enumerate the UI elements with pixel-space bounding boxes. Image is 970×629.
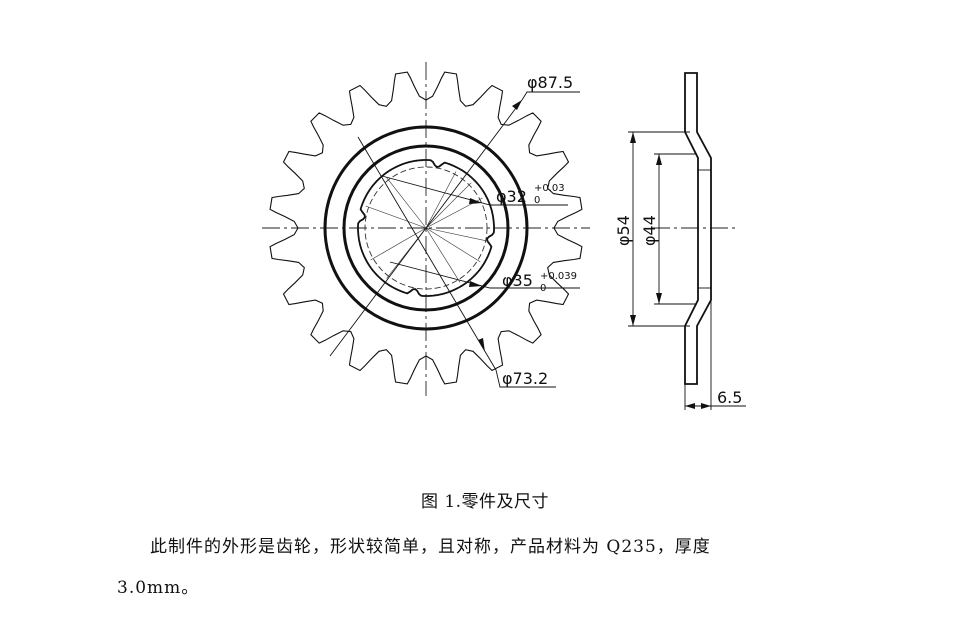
arrow-d54-bottom xyxy=(630,315,636,326)
leader-d73-2-shoulder xyxy=(495,369,556,388)
arrow-d32 xyxy=(469,198,482,204)
outer-ring xyxy=(323,125,529,331)
dim-d35-tol-lower: 0 xyxy=(540,283,546,294)
dim-d54: φ54 xyxy=(614,215,633,246)
arrow-d73-2 xyxy=(478,338,485,352)
hidden-circle xyxy=(364,166,488,290)
arrow-d35 xyxy=(469,281,482,287)
arrow-d87-5 xyxy=(512,100,522,110)
radial-line xyxy=(425,182,472,229)
dim-d32: φ32 xyxy=(496,187,527,206)
leader-d32 xyxy=(381,175,568,206)
inner-ring xyxy=(342,144,510,312)
part-drawing: φ87.5 φ32 +0.03 0 φ35 +0.039 0 φ73.2 φ54… xyxy=(262,62,746,410)
radial-line xyxy=(386,177,427,229)
dim-d32-tol-lower: 0 xyxy=(534,195,540,206)
dim-d32-tol-upper: +0.03 xyxy=(534,183,565,194)
dim-d44: φ44 xyxy=(640,215,659,246)
arrow-d44-bottom xyxy=(656,293,662,304)
radial-line xyxy=(425,227,461,283)
gear-outline xyxy=(269,71,583,385)
arrow-t-left xyxy=(685,403,695,409)
dim-thickness: 6.5 xyxy=(717,388,742,407)
leader-d87-5-shoulder xyxy=(521,91,580,101)
leader-d35 xyxy=(389,261,580,289)
radial-line xyxy=(370,227,427,261)
arrow-d44-top xyxy=(656,154,662,165)
paragraph-line-2: 3.0mm。 xyxy=(117,578,200,598)
radial-line xyxy=(425,171,457,229)
paragraph-line-1: 此制件的外形是齿轮，形状较简单，且对称，产品材料为 Q235，厚度 xyxy=(150,537,711,557)
dim-d87-5: φ87.5 xyxy=(527,73,573,92)
dim-d35: φ35 xyxy=(502,271,533,290)
dim-d73-2: φ73.2 xyxy=(502,369,548,388)
radial-line xyxy=(365,205,427,229)
dim-d35-tol-upper: +0.039 xyxy=(540,271,577,282)
leader-d87-5 xyxy=(329,99,523,357)
figure-caption: 图 1.零件及尺寸 xyxy=(420,492,550,512)
arrow-d54-top xyxy=(630,132,636,143)
radial-line xyxy=(425,227,481,263)
side-section-outer xyxy=(684,72,712,385)
leader-d73-2 xyxy=(357,136,497,371)
arrow-t-right xyxy=(701,403,711,409)
bore-outline xyxy=(357,159,495,297)
radial-line xyxy=(425,227,489,242)
